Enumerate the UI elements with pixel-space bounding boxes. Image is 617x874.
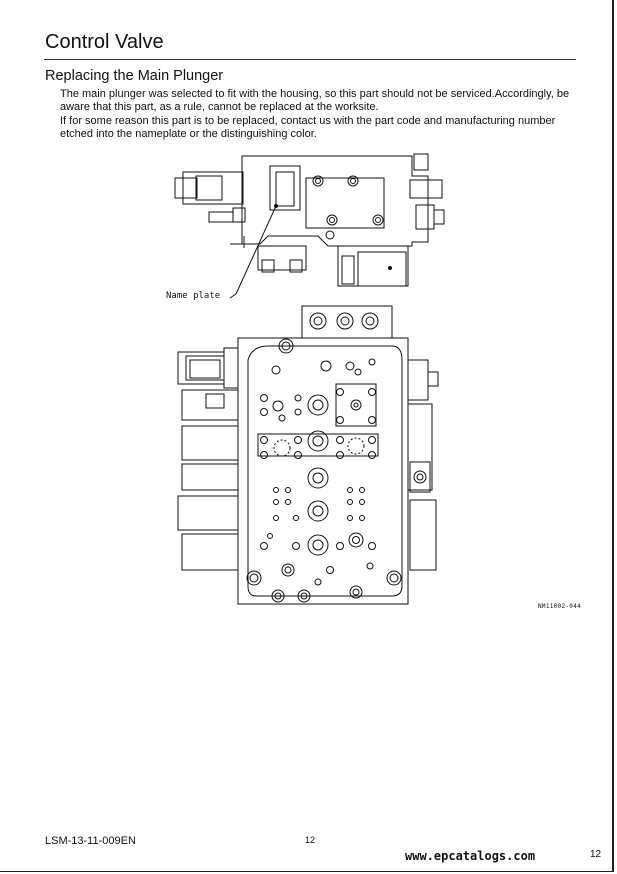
- valve-plan-view: [177, 305, 439, 605]
- section-title: Replacing the Main Plunger: [45, 68, 224, 84]
- footer-page-number-right: 12: [590, 849, 602, 860]
- title-rule: [44, 59, 576, 60]
- footer-site-url[interactable]: www.epcatalogs.com: [405, 849, 536, 863]
- paragraph-2: If for some reason this part is to be re…: [60, 115, 556, 140]
- paragraph-1: The main plunger was selected to fit wit…: [60, 88, 570, 113]
- control-valve-drawing: [174, 153, 445, 605]
- page-title: Control Valve: [45, 31, 164, 53]
- footer-doc-code: LSM-13-11-009EN: [45, 835, 136, 847]
- valve-side-view: [174, 153, 445, 299]
- name-plate-callout: Name plate: [166, 291, 221, 301]
- footer-page-number: 12: [305, 835, 316, 845]
- bolt-pattern: [260, 358, 376, 586]
- figure-code: NM11002-044: [538, 603, 582, 610]
